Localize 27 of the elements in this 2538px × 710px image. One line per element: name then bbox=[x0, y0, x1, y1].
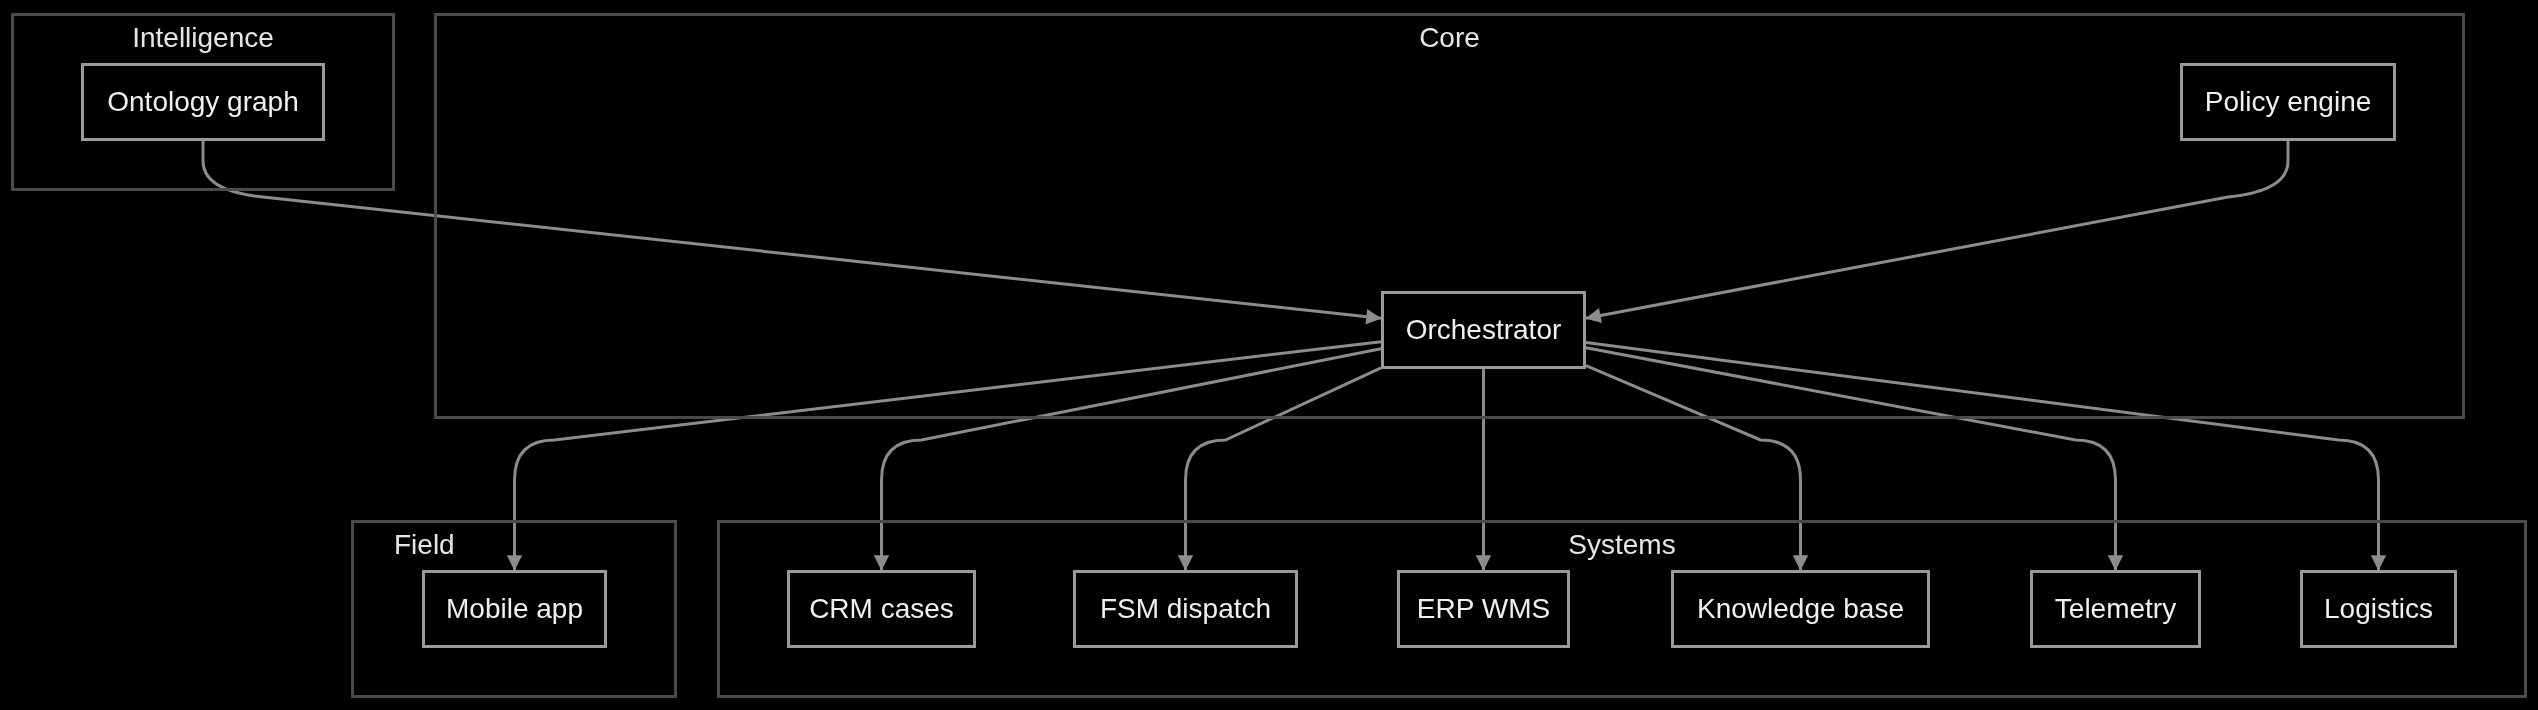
process-box: Logistics bbox=[2300, 570, 2457, 648]
arrow bbox=[201, 141, 1382, 325]
group-container bbox=[717, 520, 2527, 698]
process-box: Ontology graph bbox=[81, 63, 325, 141]
group-container bbox=[434, 13, 2465, 419]
arrow bbox=[1585, 364, 1809, 571]
arrow bbox=[1585, 341, 2387, 571]
group-title: Core bbox=[1418, 22, 1481, 54]
process-box: Knowledge base bbox=[1671, 570, 1930, 648]
process-box: CRM cases bbox=[787, 570, 976, 648]
process-box: ERP WMS bbox=[1397, 570, 1570, 648]
arrow bbox=[1177, 366, 1382, 571]
arrow bbox=[1585, 346, 2124, 571]
group-container bbox=[11, 13, 395, 191]
group-title: Systems bbox=[1567, 529, 1677, 561]
process-box: Policy engine bbox=[2180, 63, 2396, 141]
process-box: Telemetry bbox=[2030, 570, 2201, 648]
process-box: FSM dispatch bbox=[1073, 570, 1298, 648]
group-title: Intelligence bbox=[131, 22, 275, 54]
process-box: Orchestrator bbox=[1381, 291, 1586, 369]
group-title: Field bbox=[393, 529, 456, 561]
arrow bbox=[1475, 369, 1492, 571]
arrow bbox=[506, 340, 1382, 571]
arrow bbox=[1585, 141, 2290, 324]
arrow bbox=[873, 347, 1382, 571]
process-box: Mobile app bbox=[422, 570, 607, 648]
group-container bbox=[351, 520, 677, 698]
